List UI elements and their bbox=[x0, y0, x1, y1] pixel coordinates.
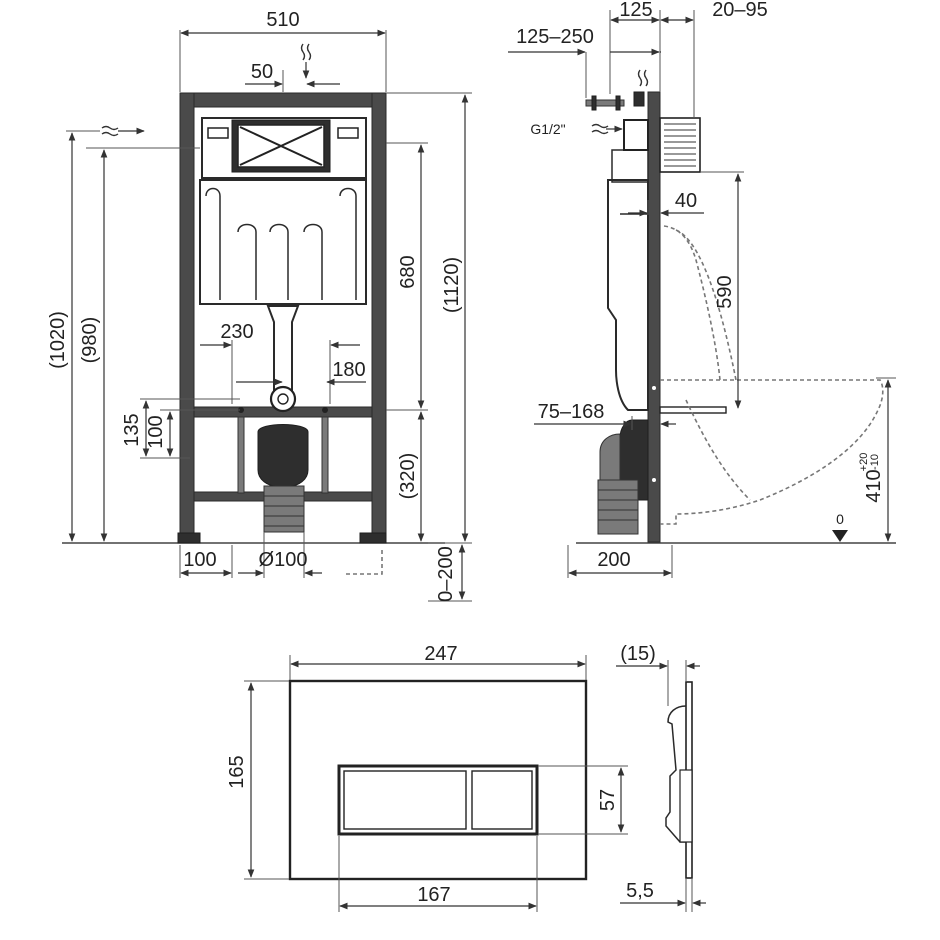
flush-outlet-inner bbox=[277, 393, 289, 405]
label-floor-zero: 0 bbox=[836, 511, 844, 527]
dim-adjust-0-200: 0–200 bbox=[435, 546, 457, 602]
flush-button-large[interactable] bbox=[343, 770, 467, 830]
frame-left-upright bbox=[179, 92, 195, 534]
dim-button-height-57: 57 bbox=[597, 789, 619, 811]
dim-offset-50: 50 bbox=[251, 61, 273, 83]
front-view: 510 50 (1020) (980) 680 (1120) (320) 230 bbox=[47, 9, 472, 602]
side-toilet-bolt bbox=[659, 406, 727, 414]
rod-right bbox=[321, 416, 329, 494]
dim-75-168: 75–168 bbox=[538, 401, 605, 423]
dim-width-510: 510 bbox=[266, 9, 299, 31]
frame-right-upright bbox=[371, 92, 387, 534]
dim-height-1020: (1020) bbox=[47, 311, 69, 369]
dim-height-1120: (1120) bbox=[441, 257, 463, 313]
dim-height-680: 680 bbox=[397, 255, 419, 288]
plate-side-profile bbox=[665, 705, 687, 843]
triangle-down-icon bbox=[832, 530, 848, 542]
dim-plate-width-247: 247 bbox=[424, 643, 457, 665]
dim-100-vertical: 100 bbox=[145, 415, 167, 448]
side-frame-upright bbox=[647, 91, 661, 543]
cistern-ribs bbox=[205, 187, 357, 300]
label-g12: G1/2" bbox=[530, 121, 565, 137]
plate-side-button bbox=[679, 769, 693, 843]
dim-125-250: 125–250 bbox=[516, 26, 594, 48]
dim-pipe-diameter: Ø100 bbox=[259, 549, 308, 571]
side-plate-ribs bbox=[664, 123, 696, 167]
toilet-bowl-dashed bbox=[660, 379, 884, 525]
dim-plate-height-165: 165 bbox=[226, 755, 248, 788]
dim-410-tol-plus: +20 bbox=[858, 453, 870, 472]
adjustable-foot-dashed bbox=[346, 548, 383, 575]
flush-cross bbox=[239, 126, 323, 166]
drain-pipe bbox=[263, 485, 305, 533]
bolt-left bbox=[238, 407, 244, 413]
dim-foot-100: 100 bbox=[183, 549, 216, 571]
dim-410-tol-minus: -10 bbox=[869, 454, 881, 470]
dim-230: 230 bbox=[220, 321, 253, 343]
frame-left-foot bbox=[177, 532, 201, 544]
dim-590: 590 bbox=[714, 275, 736, 308]
water-waves-icon-top bbox=[300, 43, 312, 61]
side-view: G1/2" 125 20–95 125–250 40 590 75–168 bbox=[508, 0, 896, 578]
flush-pipe bbox=[266, 305, 300, 391]
dim-20-95: 20–95 bbox=[712, 0, 768, 21]
rod-left bbox=[237, 416, 245, 494]
side-plate-box bbox=[659, 117, 701, 173]
drain-bend bbox=[257, 424, 309, 487]
drain-pipe-ribs bbox=[264, 495, 304, 527]
side-top-rod bbox=[585, 99, 625, 107]
dim-height-320: (320) bbox=[397, 453, 419, 500]
dim-135: 135 bbox=[121, 413, 143, 446]
dim-125: 125 bbox=[619, 0, 652, 21]
side-inlet-block bbox=[623, 119, 649, 151]
dim-plate-depth-5-5: 5,5 bbox=[626, 880, 654, 902]
frame-right-foot bbox=[359, 532, 387, 544]
dim-height-980: (980) bbox=[79, 317, 101, 364]
toilet-bowl-inner-dashed bbox=[685, 399, 751, 501]
dim-depth-200: 200 bbox=[597, 549, 630, 571]
dim-button-width-167: 167 bbox=[417, 884, 450, 906]
cistern-bracket-left bbox=[207, 127, 229, 139]
bolt-right bbox=[322, 407, 328, 413]
side-drain-pipe bbox=[597, 479, 639, 535]
dim-plate-thickness-15: (15) bbox=[620, 643, 656, 665]
side-cistern bbox=[607, 179, 649, 411]
toilet-lid-dashed bbox=[663, 225, 721, 381]
side-cistern-top bbox=[611, 149, 649, 183]
water-waves-icon-side bbox=[591, 123, 609, 135]
dim-40: 40 bbox=[675, 190, 697, 212]
water-waves-icon-side-top bbox=[637, 69, 649, 87]
plate-front-view: 247 165 57 167 bbox=[226, 643, 628, 912]
flush-button-small[interactable] bbox=[471, 770, 533, 830]
dim-410: 410 bbox=[863, 469, 885, 502]
plate-side-view: (15) 5,5 bbox=[616, 643, 706, 912]
dim-180: 180 bbox=[332, 359, 365, 381]
side-top-valve bbox=[633, 91, 645, 107]
frame-top-bar bbox=[179, 92, 387, 108]
water-waves-icon bbox=[101, 125, 119, 137]
cistern-body bbox=[199, 179, 367, 305]
cistern-bracket bbox=[337, 127, 359, 139]
